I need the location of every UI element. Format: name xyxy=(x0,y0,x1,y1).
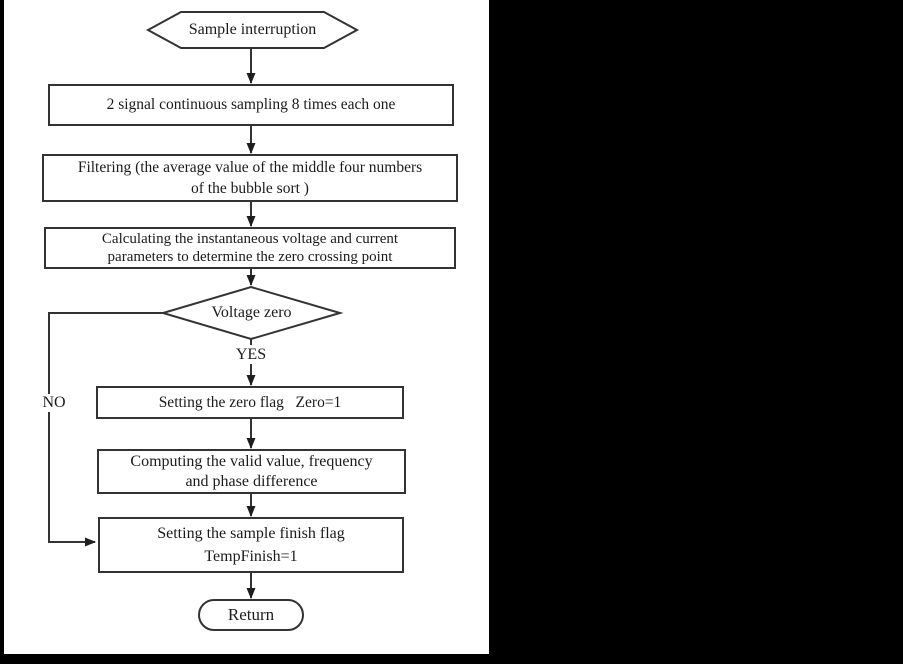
computing-box-line1: Computing the valid value, frequency xyxy=(130,453,373,470)
no-branch-line xyxy=(49,313,163,547)
calculating-box-label: Calculating the instantaneous voltage an… xyxy=(47,230,453,266)
filtering-box-line2: of the bubble sort ) xyxy=(191,180,309,197)
filtering-box-label: Filtering (the average value of the midd… xyxy=(45,156,455,200)
left-black-strip xyxy=(0,0,4,664)
decision-diamond-label: Voltage zero xyxy=(211,304,292,321)
computing-box-shape xyxy=(98,450,405,493)
sampling-box-label: 2 signal continuous sampling 8 times eac… xyxy=(106,96,396,114)
finish-flag-box-label: Setting the sample finish flag TempFinis… xyxy=(101,521,401,569)
bottom-black-strip xyxy=(0,654,903,664)
calculating-box-line2: parameters to determine the zero crossin… xyxy=(107,249,393,265)
decision-diamond-shape xyxy=(163,287,340,339)
zero-flag-box-shape xyxy=(97,387,403,418)
zero-flag-box-label: Setting the zero flag Zero=1 xyxy=(158,393,342,411)
computing-box-line2: and phase difference xyxy=(185,473,318,490)
filtering-box-shape xyxy=(43,155,457,201)
yes-branch-label: YES xyxy=(227,345,275,364)
filtering-box-line1: Filtering (the average value of the midd… xyxy=(77,159,423,176)
start-node-shape xyxy=(148,12,357,48)
finish-flag-box-line1: Setting the sample finish flag xyxy=(157,525,345,542)
right-black-panel xyxy=(489,0,903,664)
calculating-box-line1: Calculating the instantaneous voltage an… xyxy=(101,231,399,247)
flowchart-shapes xyxy=(0,0,489,664)
start-node-label: Sample interruption xyxy=(188,21,317,38)
finish-flag-box-shape xyxy=(99,518,403,572)
calculating-box-shape xyxy=(45,228,455,268)
no-branch-label: NO xyxy=(37,394,71,412)
return-node-shape xyxy=(199,600,303,630)
finish-flag-box-line2: TempFinish=1 xyxy=(204,548,298,565)
sampling-box-shape xyxy=(49,85,453,125)
computing-box-label: Computing the valid value, frequency and… xyxy=(100,452,403,492)
return-node-label: Return xyxy=(227,605,275,625)
